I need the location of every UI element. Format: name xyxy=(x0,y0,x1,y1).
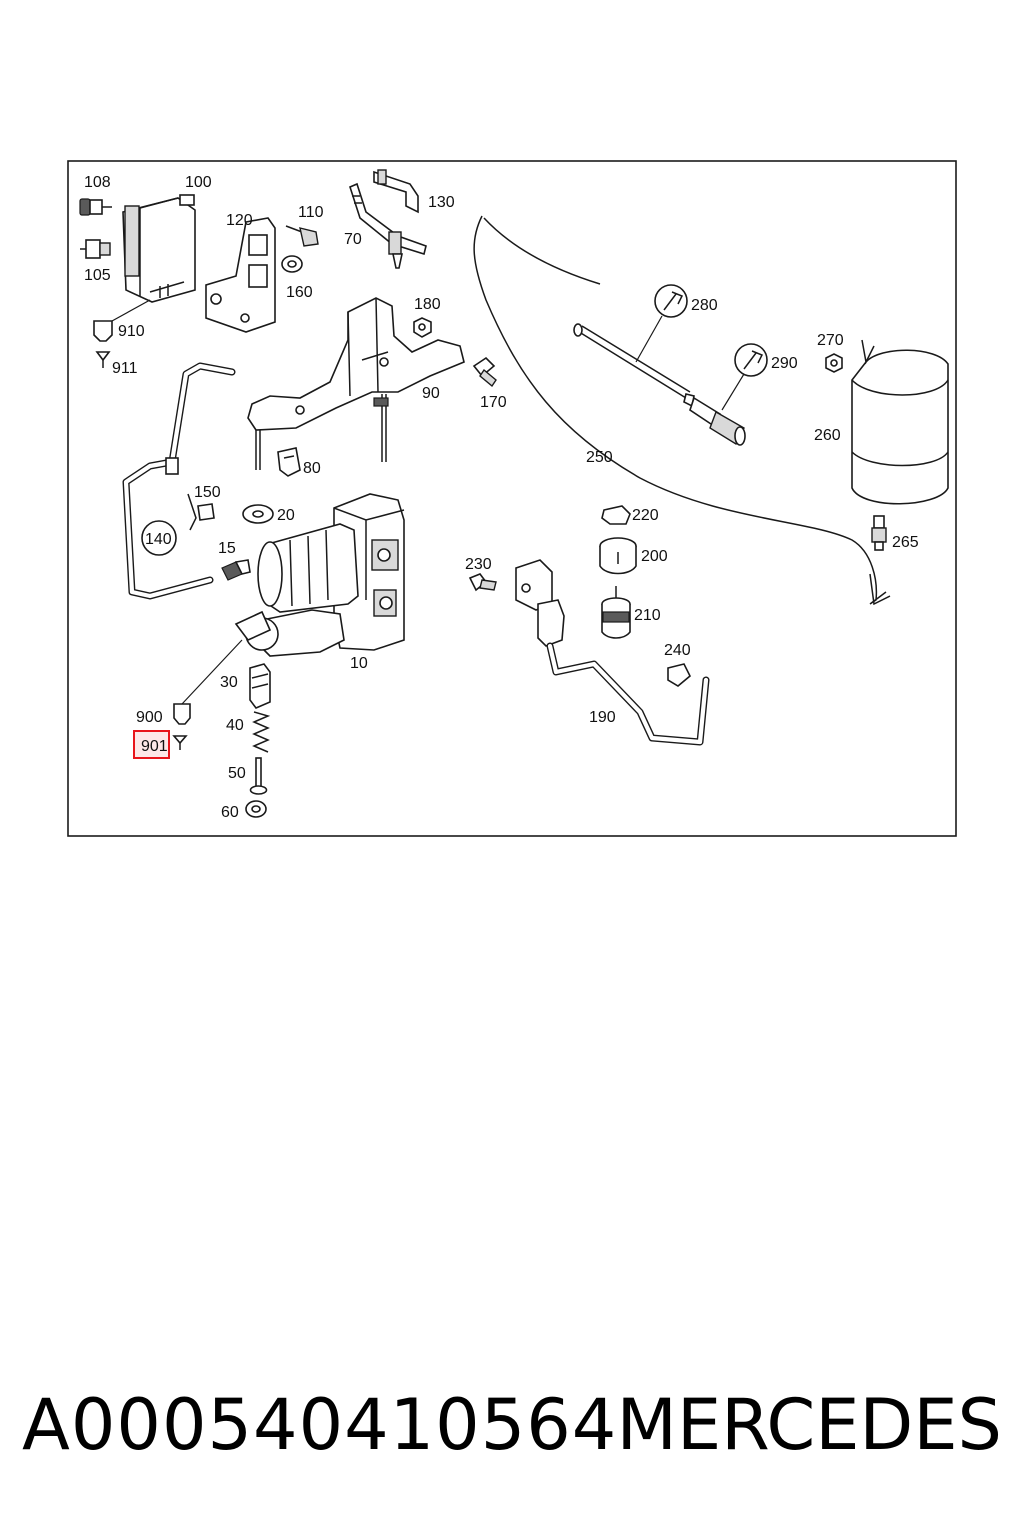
plug-901-symbol xyxy=(172,735,188,750)
callout-210: 210 xyxy=(634,607,661,624)
part-number: A000540410564 xyxy=(22,1384,618,1466)
callout-80: 80 xyxy=(303,460,321,477)
callout-labels: 108 100 105 120 110 130 70 160 910 911 1… xyxy=(84,174,919,821)
callout-240: 240 xyxy=(664,642,691,659)
plug-911-symbol xyxy=(95,351,111,368)
callout-280: 280 xyxy=(691,297,718,314)
cable-tie-910-symbol xyxy=(93,320,113,342)
diagram-frame xyxy=(67,160,957,837)
footer: A000540410564 MERCEDES xyxy=(0,1380,1024,1470)
callout-15: 15 xyxy=(218,540,236,557)
callout-265: 265 xyxy=(892,534,919,551)
callout-108: 108 xyxy=(84,174,111,191)
nut-270 xyxy=(825,353,843,373)
callout-160: 160 xyxy=(286,284,313,301)
callout-50: 50 xyxy=(228,765,246,782)
callout-911: 911 xyxy=(112,360,138,377)
callout-190: 190 xyxy=(589,709,616,726)
callout-230: 230 xyxy=(465,556,492,573)
wrench-icon-280 xyxy=(654,284,688,318)
connector-108 xyxy=(79,198,112,216)
callout-150: 150 xyxy=(194,484,221,501)
hose-190 xyxy=(546,642,710,746)
callout-140: 140 xyxy=(145,531,172,548)
filter-30 xyxy=(249,663,271,709)
fitting-15 xyxy=(221,559,251,581)
highlight-box-901 xyxy=(133,730,170,759)
callout-130: 130 xyxy=(428,194,455,211)
bolt-230 xyxy=(468,573,497,592)
brand-name: MERCEDES xyxy=(616,1384,1002,1466)
callout-200: 200 xyxy=(641,548,668,565)
connector-105 xyxy=(80,239,111,259)
callout-900: 900 xyxy=(136,709,163,726)
valve-265 xyxy=(871,515,887,551)
bolt-170 xyxy=(472,356,497,388)
bracket-90 xyxy=(247,297,465,470)
clip-150 xyxy=(187,493,215,531)
callout-901: 901 xyxy=(141,738,168,755)
lever-70 xyxy=(349,182,427,269)
callout-60: 60 xyxy=(221,804,239,821)
pipe-140 xyxy=(122,362,236,600)
callout-910: 910 xyxy=(118,323,145,340)
callout-260: 260 xyxy=(814,427,841,444)
air-line-250 xyxy=(473,215,891,606)
callout-250: 250 xyxy=(586,449,613,466)
cable-tie-900-symbol xyxy=(173,703,191,725)
spring-40 xyxy=(252,711,271,753)
control-unit-100 xyxy=(122,194,196,303)
bracket-120 xyxy=(205,217,276,333)
clip-130 xyxy=(373,169,419,214)
adapter-290 xyxy=(689,396,746,446)
clip-80 xyxy=(277,447,301,477)
bracket-190 xyxy=(515,559,565,647)
tool-280 xyxy=(573,323,695,408)
callout-100: 100 xyxy=(185,174,212,191)
callout-40: 40 xyxy=(226,717,244,734)
valve-200 xyxy=(599,537,637,575)
callout-circle-140 xyxy=(141,520,177,556)
callout-30: 30 xyxy=(220,674,238,691)
callout-90: 90 xyxy=(422,385,440,402)
callout-105: 105 xyxy=(84,267,111,284)
nut-60 xyxy=(245,800,267,818)
nut-180 xyxy=(413,317,432,338)
callout-70: 70 xyxy=(344,231,362,248)
clamp-240 xyxy=(667,663,691,687)
callout-110: 110 xyxy=(298,204,324,221)
wrench-icon-290 xyxy=(734,343,768,377)
callout-10: 10 xyxy=(350,655,368,672)
callout-180: 180 xyxy=(414,296,441,313)
callout-270: 270 xyxy=(817,332,844,349)
callout-20: 20 xyxy=(277,507,295,524)
pin-50 xyxy=(249,757,268,795)
callout-120: 120 xyxy=(226,212,253,229)
washer-20 xyxy=(242,504,274,524)
washer-160 xyxy=(281,255,303,273)
callout-170: 170 xyxy=(480,394,507,411)
compressor-10 xyxy=(234,493,405,657)
clip-220 xyxy=(601,505,631,525)
callout-290: 290 xyxy=(771,355,798,372)
reservoir-260 xyxy=(851,339,949,505)
callout-220: 220 xyxy=(632,507,659,524)
filter-210 xyxy=(601,586,631,639)
screw-110 xyxy=(285,225,319,247)
